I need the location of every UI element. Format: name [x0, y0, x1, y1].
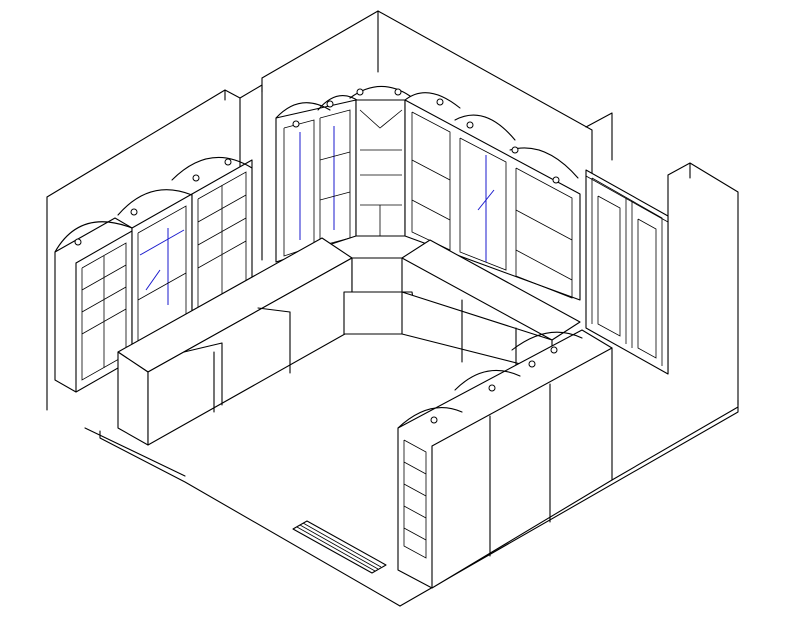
spot-lights	[74, 88, 560, 424]
entrance-door	[585, 169, 669, 375]
floor-mat	[292, 520, 387, 574]
display-counters	[117, 237, 581, 446]
right-front-cabinets	[397, 329, 613, 589]
